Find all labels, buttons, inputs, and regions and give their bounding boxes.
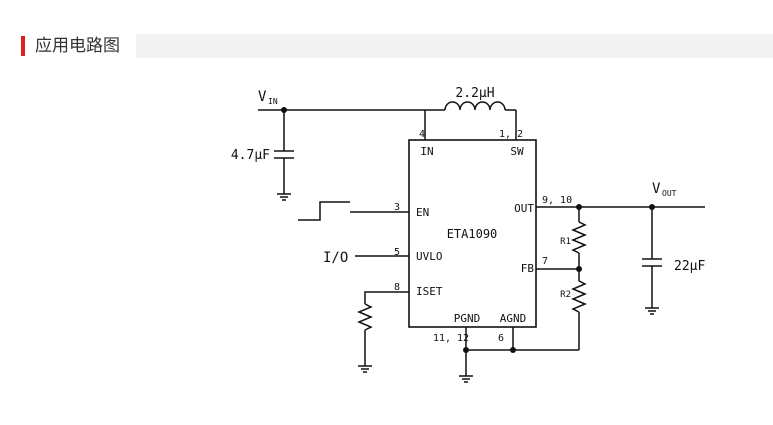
pin-number-en: 3 bbox=[394, 202, 400, 213]
cap-in-value-label: 4.7μF bbox=[231, 148, 270, 163]
vin-subscript: IN bbox=[268, 97, 278, 106]
iset-wire bbox=[364, 291, 409, 304]
pin-name-sw: SW bbox=[510, 145, 524, 158]
iset-resistor bbox=[357, 303, 373, 331]
header-background-strip bbox=[136, 34, 773, 58]
inductor-value-label: 2.2μH bbox=[455, 86, 494, 101]
vout-label: V bbox=[652, 181, 661, 197]
pin-name-agnd: AGND bbox=[500, 312, 527, 325]
ground-symbol-cin bbox=[277, 193, 291, 201]
pgnd-junction-dot bbox=[463, 347, 469, 353]
pin-name-en: EN bbox=[416, 206, 429, 219]
pin-name-fb: FB bbox=[521, 262, 535, 275]
pin-number-sw: 1, 2 bbox=[499, 129, 523, 140]
pin-number-iset: 8 bbox=[394, 282, 400, 293]
r2-label: R2 bbox=[560, 290, 571, 300]
pin-name-uvlo: UVLO bbox=[416, 250, 443, 263]
section-header: 应用电路图 bbox=[21, 34, 773, 58]
chip-name: ETA1090 bbox=[447, 227, 498, 241]
ic-body bbox=[408, 139, 537, 328]
ground-symbol-iset bbox=[358, 365, 372, 373]
vout-subscript: OUT bbox=[662, 189, 677, 198]
inductor-coil bbox=[444, 101, 506, 111]
r2-resistor bbox=[571, 280, 587, 313]
pin-number-out: 9, 10 bbox=[542, 195, 572, 206]
agnd-junction-dot bbox=[510, 347, 516, 353]
pin-number-fb: 7 bbox=[542, 256, 548, 267]
io-label: I/O bbox=[323, 250, 348, 266]
pin-number-uvlo: 5 bbox=[394, 247, 400, 258]
pin-name-out: OUT bbox=[514, 202, 534, 215]
header-accent-bar bbox=[21, 36, 25, 56]
pin-name-in: IN bbox=[420, 145, 433, 158]
en-step-signal bbox=[298, 201, 350, 221]
ground-symbol-cout bbox=[645, 307, 659, 315]
ground-symbol-main bbox=[459, 375, 473, 383]
cap-out-value-label: 22μF bbox=[674, 259, 705, 274]
pin-name-pgnd: PGND bbox=[454, 312, 481, 325]
pin-number-agnd: 6 bbox=[498, 333, 504, 344]
pin-number-in: 4 bbox=[419, 129, 425, 140]
vin-label: V bbox=[258, 89, 267, 105]
section-title: 应用电路图 bbox=[35, 36, 120, 56]
pin-name-iset: ISET bbox=[416, 285, 443, 298]
pin-number-pgnd: 11, 12 bbox=[433, 333, 469, 344]
r1-label: R1 bbox=[560, 237, 571, 247]
r1-resistor bbox=[571, 221, 587, 254]
